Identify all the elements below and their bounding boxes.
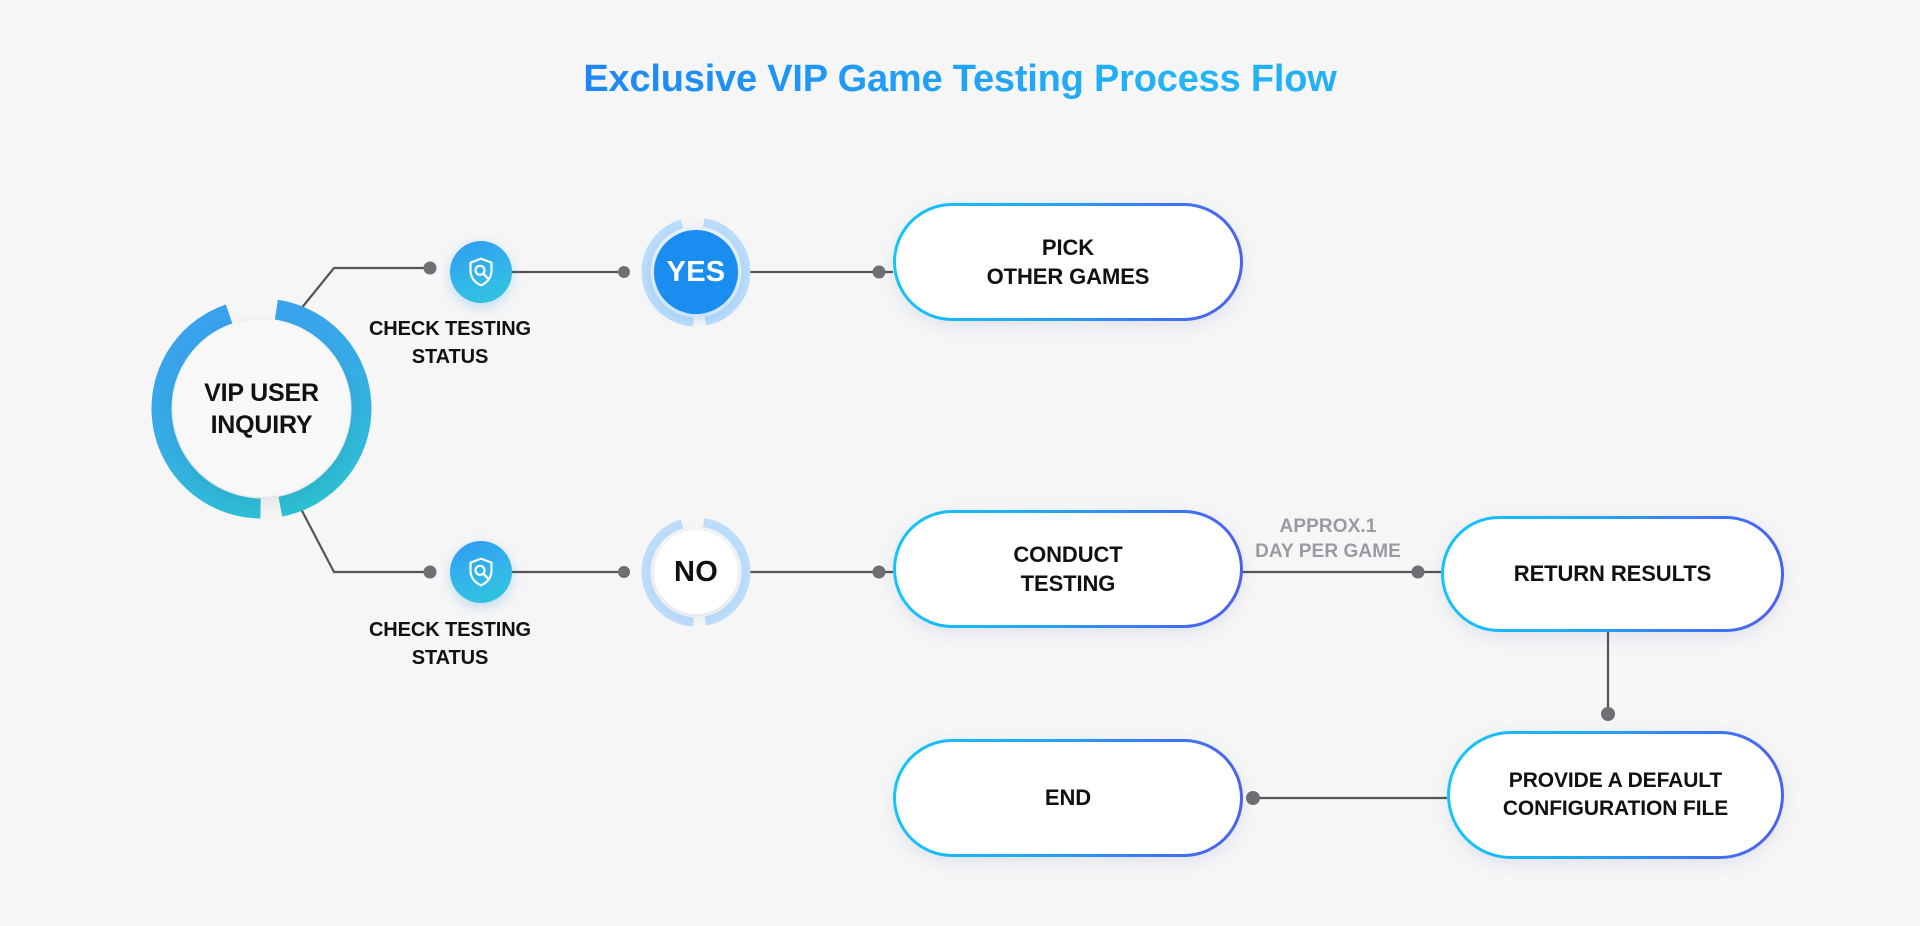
check-testing-status-bottom-caption: CHECK TESTING STATUS: [368, 619, 532, 669]
node-vip-user-inquiry[interactable]: VIP USER INQUIRY: [150, 297, 373, 520]
node-conduct-testing[interactable]: CONDUCT TESTING: [893, 510, 1243, 628]
start-label-line2: INQUIRY: [210, 410, 313, 439]
node-end[interactable]: END: [893, 739, 1243, 857]
return-results-label: RETURN RESULTS: [1444, 519, 1781, 629]
start-ring-icon: [151, 298, 372, 519]
edge-note-testing-duration: APPROX.1 DAY PER GAME: [1255, 516, 1401, 563]
start-label-line1: VIP USER: [204, 378, 319, 407]
yes-ring-icon: [641, 217, 751, 327]
shield-search-icon: [469, 557, 493, 587]
yes-label: YES: [654, 230, 738, 314]
node-pick-other-games[interactable]: PICK OTHER GAMES: [893, 203, 1243, 321]
pick-other-games-label: PICK OTHER GAMES: [896, 206, 1240, 318]
start-label: VIP USER INQUIRY: [150, 297, 373, 520]
provide-default-configuration-file-label: PROVIDE A DEFAULT CONFIGURATION FILE: [1450, 734, 1781, 856]
decision-yes[interactable]: YES: [641, 217, 751, 327]
check-testing-status-bottom-badge[interactable]: [450, 541, 512, 603]
check-testing-status-top-caption: CHECK TESTING STATUS: [368, 318, 532, 368]
check-testing-status-top-badge[interactable]: [450, 241, 512, 303]
decision-no[interactable]: NO: [641, 517, 751, 627]
node-provide-default-configuration-file[interactable]: PROVIDE A DEFAULT CONFIGURATION FILE: [1447, 731, 1784, 859]
end-label: END: [896, 742, 1240, 854]
start-disc: [173, 320, 350, 497]
no-ring-icon: [641, 517, 751, 627]
node-return-results[interactable]: RETURN RESULTS: [1441, 516, 1784, 632]
shield-search-icon: [469, 257, 493, 287]
page-title: Exclusive VIP Game Testing Process Flow: [0, 58, 1920, 101]
conduct-testing-label: CONDUCT TESTING: [896, 513, 1240, 625]
no-label: NO: [654, 530, 738, 614]
